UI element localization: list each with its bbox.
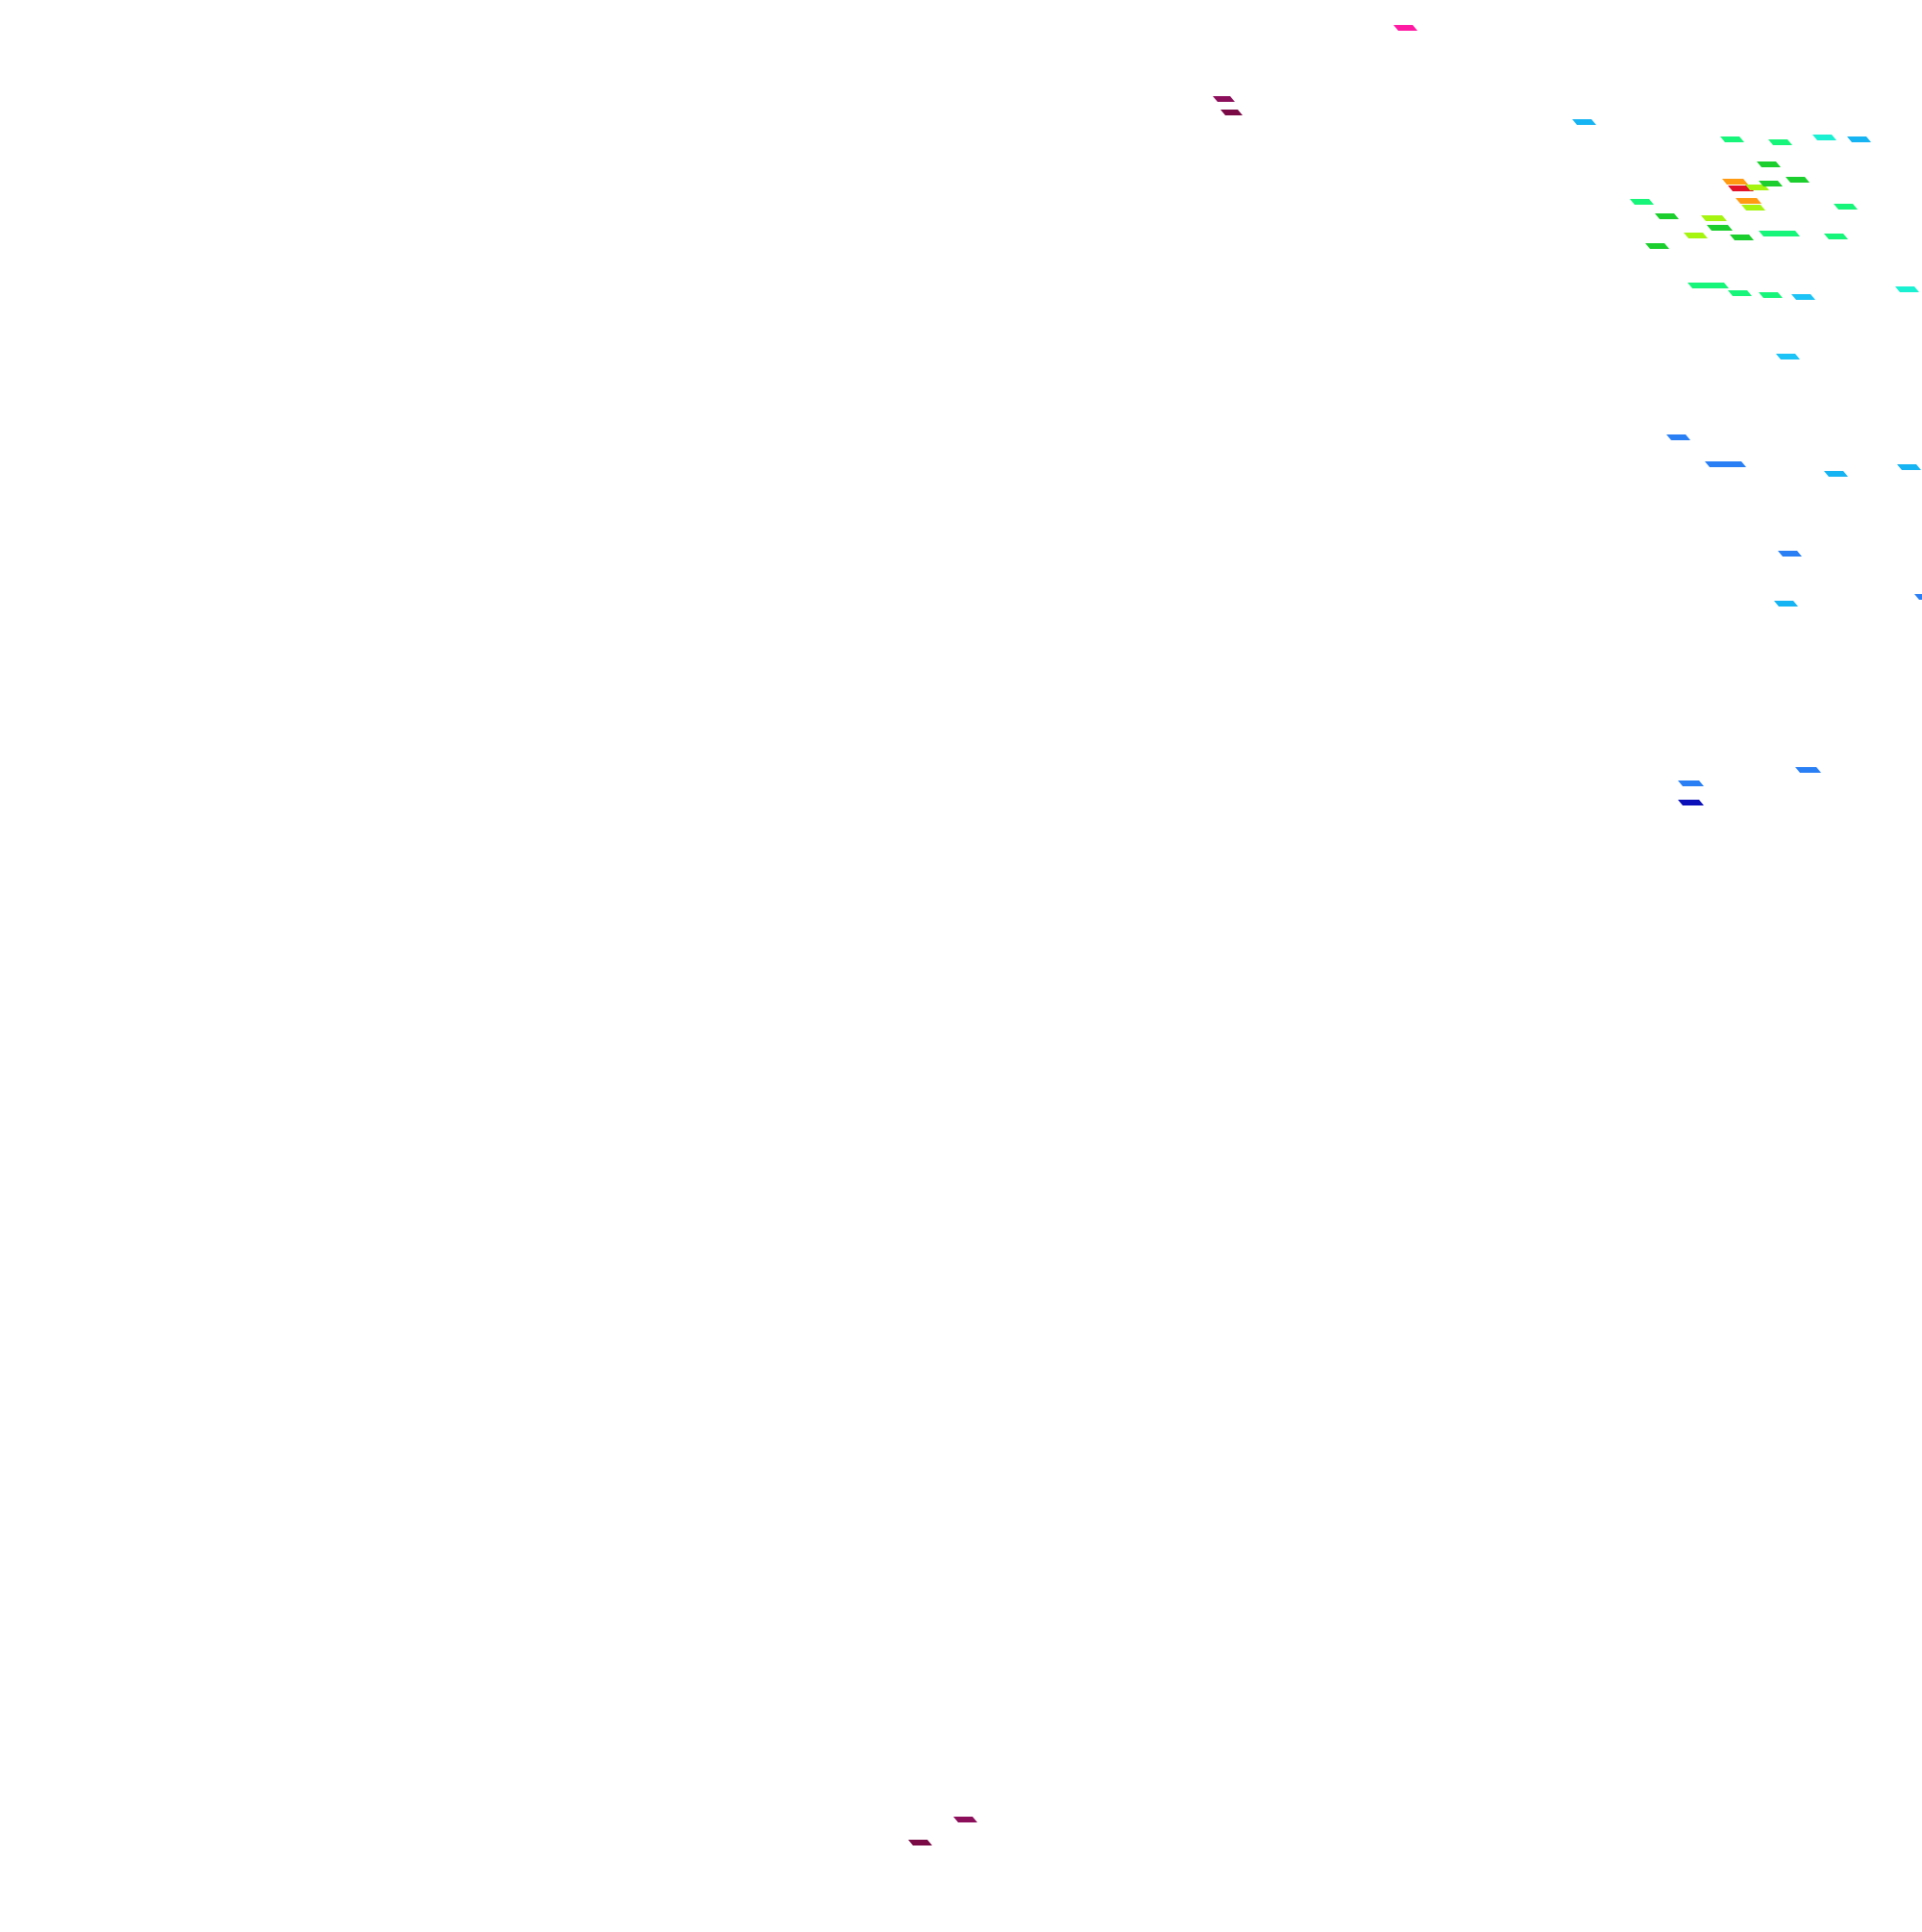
- heat-cell[interactable]: [1655, 213, 1679, 219]
- heat-cell[interactable]: [1645, 243, 1669, 249]
- heat-cell[interactable]: [1572, 119, 1596, 125]
- heat-cell[interactable]: [1630, 199, 1654, 205]
- heat-cell[interactable]: [1791, 294, 1815, 300]
- heat-cell[interactable]: [1834, 204, 1858, 210]
- heat-cell[interactable]: [1701, 215, 1727, 221]
- heat-cell[interactable]: [1847, 136, 1871, 142]
- heat-cell[interactable]: [1666, 434, 1690, 440]
- heat-cell[interactable]: [1824, 471, 1848, 477]
- heat-cell[interactable]: [1776, 354, 1800, 359]
- heat-cell[interactable]: [1684, 233, 1708, 238]
- heat-cell[interactable]: [1678, 800, 1704, 805]
- heat-cell[interactable]: [1678, 780, 1704, 786]
- heat-cell[interactable]: [1688, 283, 1729, 288]
- heat-cells-layer: [908, 25, 1922, 1845]
- heat-cell[interactable]: [1768, 139, 1792, 145]
- heat-cell[interactable]: [1720, 136, 1744, 142]
- heat-cell[interactable]: [1786, 177, 1810, 183]
- heat-cell[interactable]: [1220, 110, 1243, 115]
- heat-cell[interactable]: [1757, 161, 1781, 167]
- heat-cell[interactable]: [1897, 464, 1921, 470]
- heat-cell[interactable]: [1759, 231, 1800, 236]
- heat-cell[interactable]: [1774, 601, 1798, 607]
- heat-cell[interactable]: [1895, 286, 1919, 292]
- heat-cell[interactable]: [1759, 181, 1783, 186]
- heat-cell[interactable]: [1705, 461, 1746, 467]
- heat-cell[interactable]: [1824, 234, 1848, 239]
- heat-cell[interactable]: [1741, 205, 1765, 211]
- heat-cell[interactable]: [1722, 179, 1748, 185]
- heat-cell[interactable]: [1393, 25, 1417, 31]
- heat-cell[interactable]: [1795, 767, 1821, 773]
- heat-cell[interactable]: [1730, 235, 1754, 240]
- heat-cell[interactable]: [1759, 292, 1783, 298]
- heat-cell[interactable]: [1728, 290, 1752, 296]
- heat-cell[interactable]: [1213, 96, 1235, 102]
- heat-cell[interactable]: [1812, 135, 1836, 140]
- heat-cell[interactable]: [908, 1840, 932, 1845]
- heat-cell[interactable]: [953, 1817, 977, 1822]
- heat-cell[interactable]: [1736, 198, 1762, 204]
- heat-cell[interactable]: [1914, 594, 1922, 600]
- heat-cell[interactable]: [1778, 551, 1802, 557]
- heat-cell[interactable]: [1707, 225, 1733, 231]
